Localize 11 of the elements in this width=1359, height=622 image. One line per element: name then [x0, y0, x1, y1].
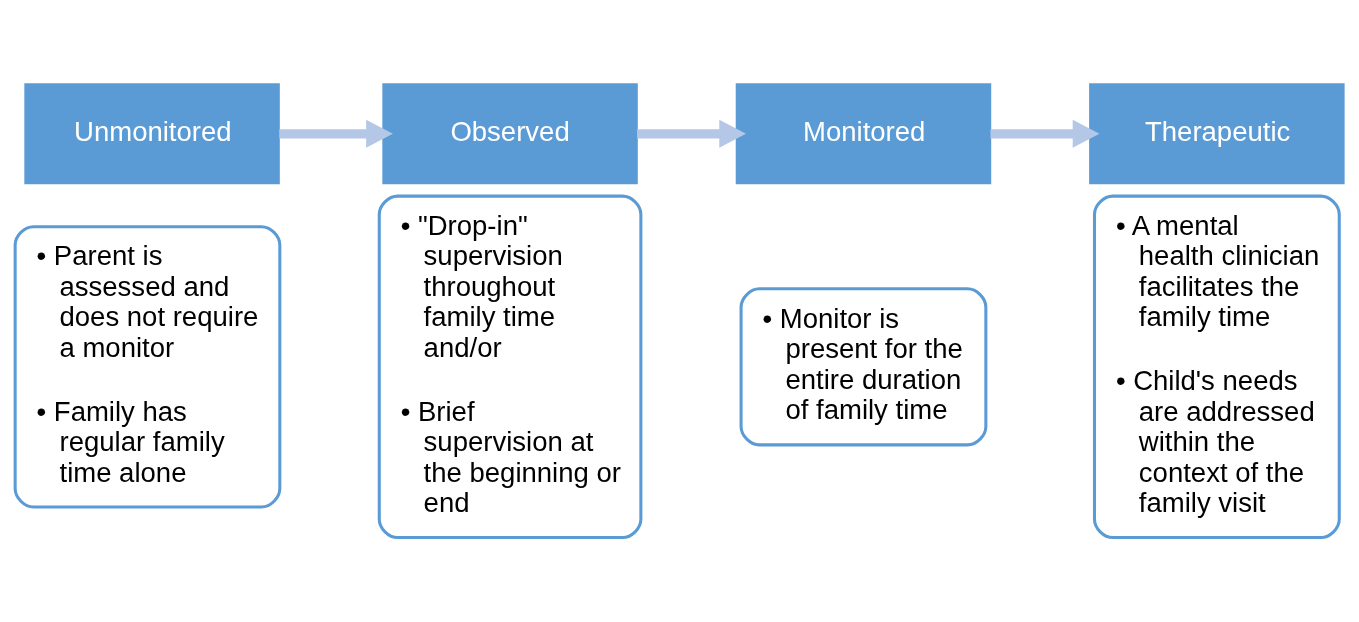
node-box: Observed [382, 83, 638, 185]
node-box: Monitored [735, 83, 992, 185]
arrow [279, 119, 393, 148]
node-box: Therapeutic [1089, 83, 1345, 185]
arrow [990, 119, 1100, 148]
node-box: • "Drop-in" supervision throughout family time and/or • Brief supervision at the beginning or end [377, 194, 643, 540]
node-box: • Monitor is present for the entire duration of family time [739, 287, 988, 447]
node-box: • Parent is assessed and does not require a monitor • Family has regular family time alone [13, 225, 282, 509]
node-box: • A mental health clinician facilitates the family time • Child's needs are addressed within the context of the family visit [1092, 194, 1341, 540]
arrow [637, 119, 746, 148]
node-box: Unmonitored [24, 83, 280, 185]
